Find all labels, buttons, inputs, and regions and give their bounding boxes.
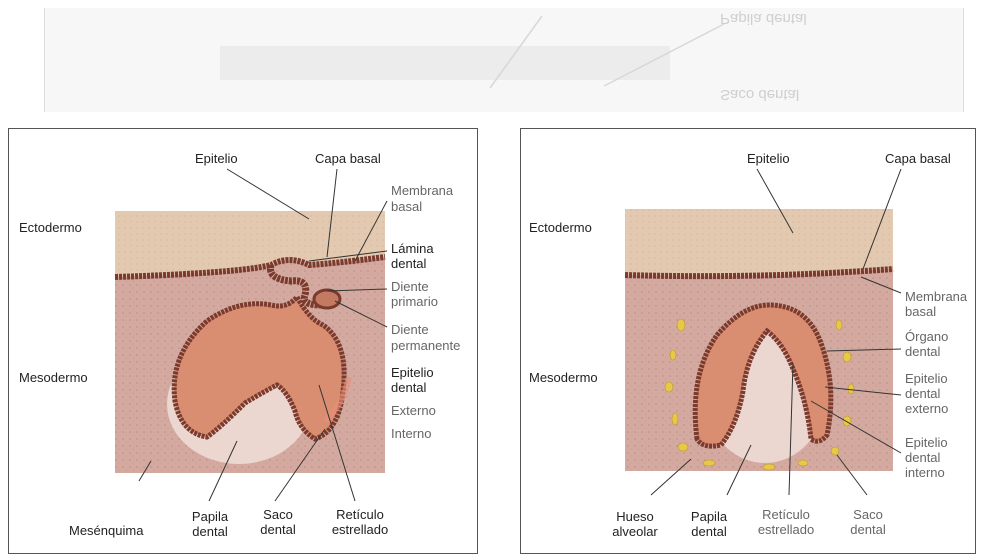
label-epitelio-interno-2: dental <box>905 450 940 466</box>
label-epitelio: Epitelio <box>747 151 790 167</box>
diagram-panel-cap-stage: Epitelio Capa basal Ectodermo Membrana b… <box>520 128 976 554</box>
label-diente-primario-1: Diente <box>391 279 429 295</box>
label-interno: Interno <box>391 426 431 442</box>
label-reticulo-2: estrellado <box>751 522 821 538</box>
label-epitelio: Epitelio <box>195 151 238 167</box>
label-epitelio-interno-1: Epitelio <box>905 435 948 451</box>
label-hueso-alveolar-1: Hueso <box>605 509 665 525</box>
label-papila-dental-1: Papila <box>185 509 235 525</box>
label-capa-basal: Capa basal <box>885 151 951 167</box>
label-diente-permanente-2: permanente <box>391 338 460 354</box>
label-membrana-basal-2: basal <box>391 199 422 215</box>
label-hueso-alveolar-2: alveolar <box>605 524 665 540</box>
label-organo-dental-2: dental <box>905 344 940 360</box>
label-lamina-dental-2: dental <box>391 256 426 272</box>
label-saco-dental-2: dental <box>843 522 893 538</box>
label-mesodermo: Mesodermo <box>19 370 88 386</box>
label-ectodermo: Ectodermo <box>529 220 592 236</box>
ghost-lines <box>44 8 962 112</box>
ghost-header: Papila dental Saco dental <box>44 8 962 112</box>
label-mesenquima: Mesénquima <box>69 523 143 539</box>
ghost-text-top: Papila dental <box>720 10 807 27</box>
label-reticulo-1: Retículo <box>325 507 395 523</box>
label-membrana-basal-1: Membrana <box>905 289 967 305</box>
label-membrana-basal-1: Membrana <box>391 183 453 199</box>
label-saco-dental-1: Saco <box>843 507 893 523</box>
label-papila-dental-2: dental <box>681 524 737 540</box>
label-saco-dental-2: dental <box>253 522 303 538</box>
label-membrana-basal-2: basal <box>905 304 936 320</box>
label-mesodermo: Mesodermo <box>529 370 598 386</box>
permanent-tooth-bud <box>314 290 340 308</box>
label-externo: Externo <box>391 403 436 419</box>
label-papila-dental-2: dental <box>185 524 235 540</box>
label-papila-dental-1: Papila <box>681 509 737 525</box>
label-capa-basal: Capa basal <box>315 151 381 167</box>
label-saco-dental-1: Saco <box>253 507 303 523</box>
label-lamina-dental-1: Lámina <box>391 241 434 257</box>
label-ectodermo: Ectodermo <box>19 220 82 236</box>
ghost-text-bottom: Saco dental <box>720 86 799 103</box>
diagram-panel-bud-stage: Epitelio Capa basal Membrana basal Ectod… <box>8 128 478 554</box>
label-epitelio-dental-1: Epitelio <box>391 365 434 381</box>
label-epitelio-externo-2: dental <box>905 386 940 402</box>
label-epitelio-interno-3: interno <box>905 465 945 481</box>
label-epitelio-externo-3: externo <box>905 401 948 417</box>
label-epitelio-dental-2: dental <box>391 380 426 396</box>
label-organo-dental-1: Órgano <box>905 329 948 345</box>
label-epitelio-externo-1: Epitelio <box>905 371 948 387</box>
label-reticulo-2: estrellado <box>325 522 395 538</box>
label-diente-primario-2: primario <box>391 294 438 310</box>
label-reticulo-1: Retículo <box>751 507 821 523</box>
label-diente-permanente-1: Diente <box>391 322 429 338</box>
